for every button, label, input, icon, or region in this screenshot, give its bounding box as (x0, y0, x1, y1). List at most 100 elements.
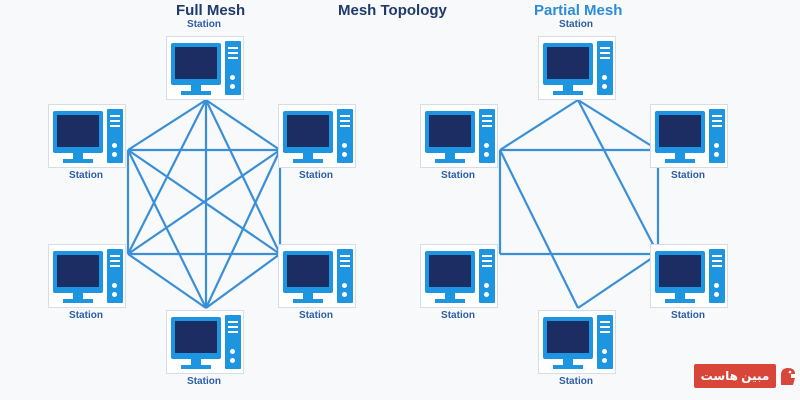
power-button (714, 292, 719, 297)
power-button (342, 292, 347, 297)
drive-slot (482, 120, 492, 122)
monitor-stand (73, 293, 83, 299)
partial-mesh-station-s6: Station (536, 310, 616, 390)
power-button (602, 349, 607, 354)
drive-slot (482, 260, 492, 262)
power-button (602, 75, 607, 80)
drive-slot (482, 255, 492, 257)
drive-slot (340, 260, 350, 262)
drive-slot (228, 57, 238, 59)
monitor-stand (445, 293, 455, 299)
station-label: Station (559, 19, 593, 30)
monitor-stand (563, 359, 573, 365)
full-mesh-link-s3-s4 (127, 149, 281, 255)
tower-icon (107, 109, 123, 163)
tower-icon (337, 109, 353, 163)
monitor-icon (53, 251, 103, 293)
partial-mesh-link-s5-s6 (577, 253, 659, 309)
tower-icon (107, 249, 123, 303)
drive-slot (110, 115, 120, 117)
screen (57, 115, 99, 147)
station-label: Station (69, 170, 103, 181)
desktop-computer-icon (166, 36, 244, 100)
desktop-computer-icon (48, 104, 126, 168)
power-button (714, 152, 719, 157)
drive-slot (228, 331, 238, 333)
monitor-base (553, 91, 583, 95)
monitor-base (665, 299, 695, 303)
drive-slot (712, 115, 722, 117)
tower-icon (225, 315, 241, 369)
power-button (602, 84, 607, 89)
desktop-computer-icon (48, 244, 126, 308)
drive-slot (482, 125, 492, 127)
station-label: Station (441, 310, 475, 321)
drive-slot (110, 125, 120, 127)
screen (547, 321, 589, 353)
drive-slot (340, 120, 350, 122)
power-button (230, 84, 235, 89)
monitor-base (665, 159, 695, 163)
desktop-computer-icon (650, 244, 728, 308)
power-button (602, 358, 607, 363)
drive-slot (482, 265, 492, 267)
full-mesh-station-s2: Station (46, 104, 126, 184)
full-mesh-link-s1-s3 (205, 99, 281, 151)
desktop-computer-icon (538, 36, 616, 100)
partial-mesh-station-s5: Station (648, 244, 728, 324)
desktop-computer-icon (166, 310, 244, 374)
monitor-icon (655, 111, 705, 153)
monitor-stand (445, 153, 455, 159)
monitor-icon (283, 251, 333, 293)
tower-icon (709, 249, 725, 303)
drive-slot (712, 260, 722, 262)
screen (429, 115, 471, 147)
partial-mesh-title: Partial Mesh (534, 2, 623, 19)
drive-slot (228, 52, 238, 54)
monitor-icon (425, 251, 475, 293)
monitor-icon (53, 111, 103, 153)
monitor-stand (191, 359, 201, 365)
partial-mesh-link-s2-s6 (499, 149, 579, 309)
desktop-computer-icon (538, 310, 616, 374)
drive-slot (482, 115, 492, 117)
screen (287, 115, 329, 147)
monitor-base (293, 299, 323, 303)
full-mesh-link-s5-s6 (205, 253, 281, 309)
monitor-stand (563, 85, 573, 91)
power-button (714, 143, 719, 148)
screen (429, 255, 471, 287)
partial-mesh-station-s1: Station (536, 19, 616, 116)
monitor-icon (283, 111, 333, 153)
drive-slot (340, 265, 350, 267)
power-button (484, 292, 489, 297)
drive-slot (340, 125, 350, 127)
drive-slot (228, 47, 238, 49)
partial-mesh-link-s1-s2 (499, 99, 579, 151)
drive-slot (110, 120, 120, 122)
monitor-icon (171, 43, 221, 85)
monitor-base (63, 299, 93, 303)
screen (57, 255, 99, 287)
station-label: Station (671, 170, 705, 181)
partial-mesh-station-s2: Station (418, 104, 498, 184)
drive-slot (712, 120, 722, 122)
power-button (112, 152, 117, 157)
power-button (112, 292, 117, 297)
screen (659, 255, 701, 287)
drive-slot (712, 265, 722, 267)
full-mesh-link-s1-s5 (205, 99, 281, 255)
monitor-stand (675, 153, 685, 159)
dino-logo-icon (781, 368, 795, 385)
monitor-stand (73, 153, 83, 159)
full-mesh-title: Full Mesh (176, 2, 246, 19)
power-button (484, 152, 489, 157)
drive-slot (340, 255, 350, 257)
tower-icon (479, 249, 495, 303)
tower-icon (337, 249, 353, 303)
power-button (484, 283, 489, 288)
power-button (342, 152, 347, 157)
full-mesh-link-s1-s2 (127, 99, 207, 151)
desktop-computer-icon (278, 104, 356, 168)
